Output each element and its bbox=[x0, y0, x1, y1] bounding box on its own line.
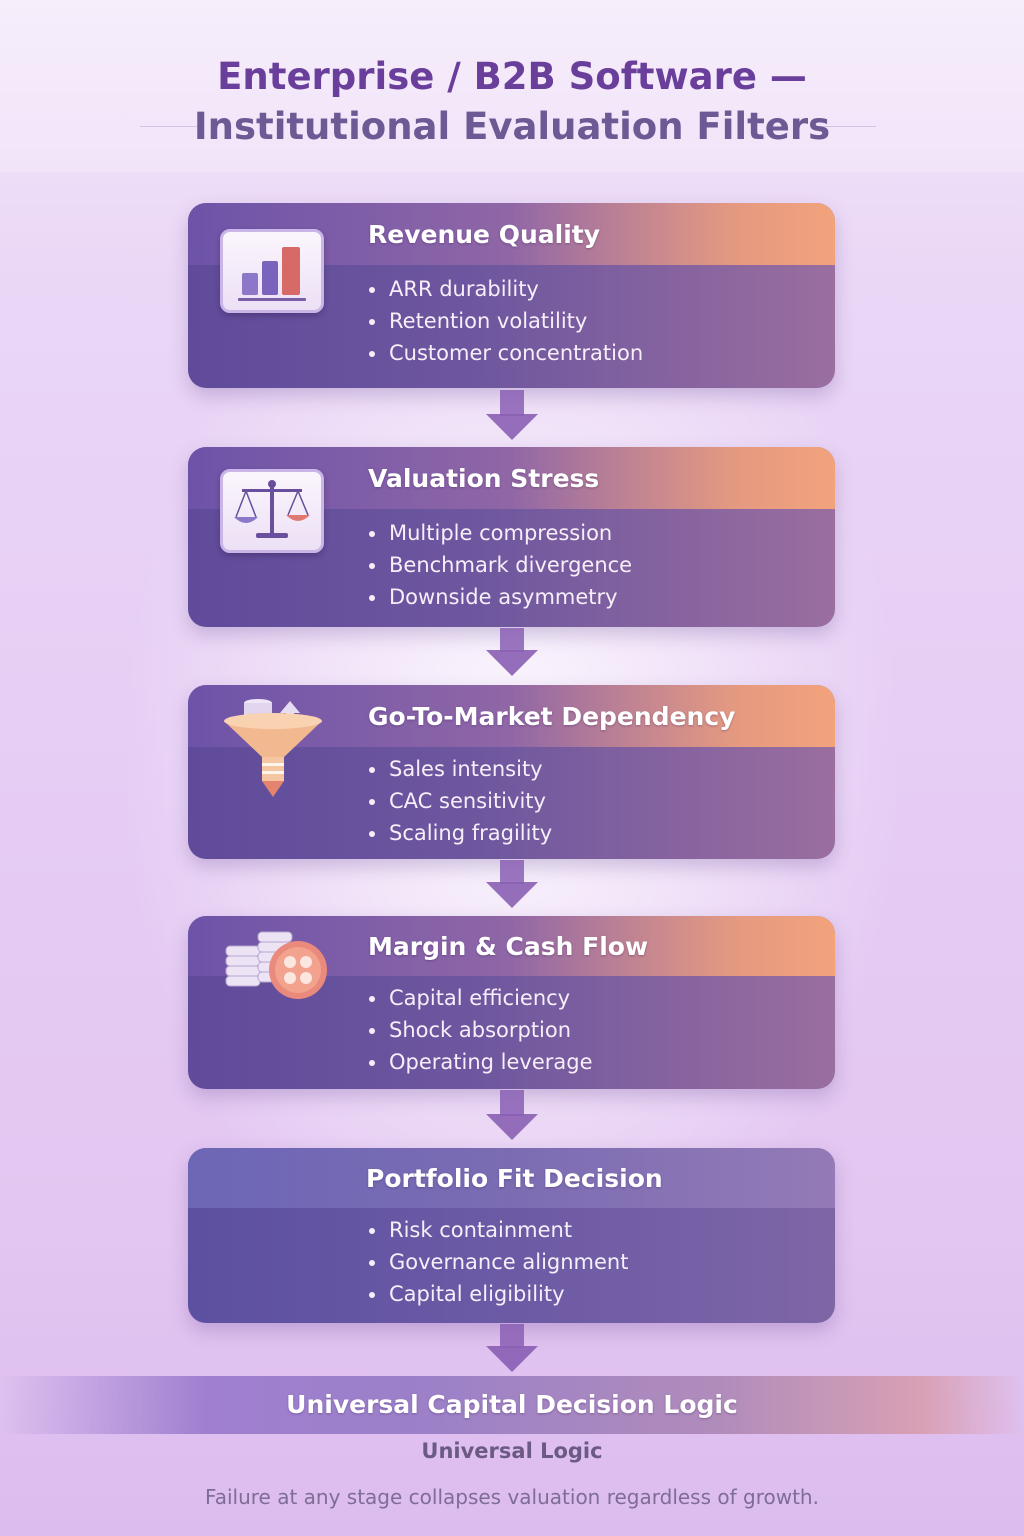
funnel-icon bbox=[220, 695, 332, 797]
title-rule-right bbox=[816, 126, 876, 127]
footer-band bbox=[0, 1376, 1024, 1434]
footer-subtitle: Universal Logic bbox=[421, 1439, 603, 1463]
bullet-text: Customer concentration bbox=[389, 341, 644, 365]
bullet-text: Sales intensity bbox=[389, 757, 543, 781]
bullet-item: Downside asymmetry bbox=[368, 581, 835, 613]
stage-card-margin-cash-flow: Margin & Cash Flow Capital efficiency Sh… bbox=[188, 916, 835, 1089]
stage-card-go-to-market-dependency: Go-To-Market Dependency Sales intensity … bbox=[188, 685, 835, 859]
flow-arrow-down-icon bbox=[486, 1324, 538, 1372]
stage-title: Valuation Stress bbox=[368, 464, 600, 493]
bullet-text: Operating leverage bbox=[389, 1050, 593, 1074]
flow-arrow-down-icon bbox=[486, 1090, 538, 1140]
bullet-text: Capital efficiency bbox=[389, 986, 571, 1010]
stage-card-valuation-stress: Valuation Stress Multiple compression Be… bbox=[188, 447, 835, 627]
bullet-text: CAC sensitivity bbox=[389, 789, 546, 813]
bullet-text: Shock absorption bbox=[389, 1018, 572, 1042]
bullet-item: Customer concentration bbox=[368, 337, 835, 369]
bullet-text: Retention volatility bbox=[389, 309, 588, 333]
bullet-item: CAC sensitivity bbox=[368, 785, 835, 817]
stage-title: Margin & Cash Flow bbox=[368, 932, 649, 961]
bullet-item: Sales intensity bbox=[368, 753, 835, 785]
flow-arrow-down-icon bbox=[486, 390, 538, 440]
page-title-line1: Enterprise / B2B Software — bbox=[217, 55, 807, 98]
bullet-item: Operating leverage bbox=[368, 1046, 835, 1078]
bullet-item: Multiple compression bbox=[368, 517, 835, 549]
bullet-text: Multiple compression bbox=[389, 521, 613, 545]
bullet-item: Retention volatility bbox=[368, 305, 835, 337]
stage-bullets: Risk containment Governance alignment Ca… bbox=[188, 1208, 835, 1310]
bullet-item: Shock absorption bbox=[368, 1014, 835, 1046]
bullet-text: Governance alignment bbox=[389, 1250, 629, 1274]
bullet-item: Risk containment bbox=[368, 1214, 835, 1246]
coins-icon bbox=[224, 928, 336, 1024]
stage-title: Go-To-Market Dependency bbox=[368, 702, 736, 731]
bullet-item: Capital efficiency bbox=[368, 982, 835, 1014]
stage-header: Portfolio Fit Decision bbox=[188, 1148, 835, 1208]
page-title: Enterprise / B2B Software — Institutiona… bbox=[0, 52, 1024, 152]
bullet-text: Scaling fragility bbox=[389, 821, 553, 845]
bullet-item: Governance alignment bbox=[368, 1246, 835, 1278]
page-title-line2: Institutional Evaluation Filters bbox=[193, 105, 831, 148]
bullet-item: ARR durability bbox=[368, 273, 835, 305]
bullet-text: ARR durability bbox=[389, 277, 539, 301]
bullet-text: Risk containment bbox=[389, 1218, 573, 1242]
bullet-item: Scaling fragility bbox=[368, 817, 835, 849]
bullet-item: Capital eligibility bbox=[368, 1278, 835, 1310]
title-band bbox=[0, 0, 1024, 172]
flow-arrow-down-icon bbox=[486, 628, 538, 676]
title-rule-left bbox=[140, 126, 200, 127]
stage-bullets: Multiple compression Benchmark divergenc… bbox=[188, 509, 835, 613]
stage-bullets: ARR durability Retention volatility Cust… bbox=[188, 265, 835, 369]
stage-title: Revenue Quality bbox=[368, 220, 601, 249]
bullet-text: Benchmark divergence bbox=[389, 553, 633, 577]
footer-note: Failure at any stage collapses valuation… bbox=[205, 1485, 819, 1509]
bar-chart-icon bbox=[216, 225, 328, 321]
stage-card-portfolio-fit-decision: Portfolio Fit Decision Risk containment … bbox=[188, 1148, 835, 1323]
stage-bullets: Sales intensity CAC sensitivity Scaling … bbox=[188, 747, 835, 849]
bullet-text: Capital eligibility bbox=[389, 1282, 565, 1306]
stage-card-revenue-quality: Revenue Quality ARR durability Retention… bbox=[188, 203, 835, 388]
stage-title: Portfolio Fit Decision bbox=[366, 1164, 663, 1193]
bullet-text: Downside asymmetry bbox=[389, 585, 618, 609]
flow-arrow-down-icon bbox=[486, 860, 538, 908]
footer-title: Universal Capital Decision Logic bbox=[286, 1390, 738, 1419]
stage-bullets: Capital efficiency Shock absorption Oper… bbox=[188, 976, 835, 1078]
balance-scale-icon bbox=[216, 465, 328, 561]
bullet-item: Benchmark divergence bbox=[368, 549, 835, 581]
